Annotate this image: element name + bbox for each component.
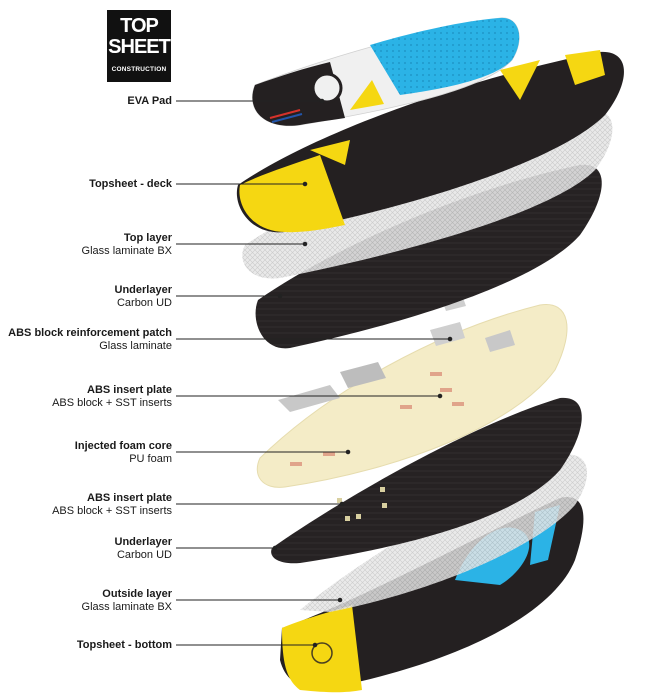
layer-label-topsheet-deck: Topsheet - deck bbox=[89, 178, 172, 191]
layer-subtitle: Glass laminate BX bbox=[81, 601, 172, 613]
logo-line-2: SHEET bbox=[108, 36, 171, 58]
layer-subtitle: ABS block + SST inserts bbox=[52, 397, 172, 409]
layer-subtitle: PU foam bbox=[129, 453, 172, 465]
layer-subtitle: ABS block + SST inserts bbox=[52, 505, 172, 517]
topsheet-construction-logo: TOP SHEET CONSTRUCTION bbox=[107, 10, 171, 82]
layer-label-underlayer-lower: Underlayer Carbon UD bbox=[115, 536, 172, 562]
layer-title: Outside layer bbox=[102, 588, 172, 600]
layer-subtitle: Carbon UD bbox=[116, 549, 172, 561]
layer-label-underlayer-upper: Underlayer Carbon UD bbox=[115, 284, 172, 310]
layer-title: ABS insert plate bbox=[87, 492, 172, 504]
layer-title: Topsheet - bottom bbox=[76, 639, 172, 651]
layer-label-abs-insert-upper: ABS insert plate ABS block + SST inserts bbox=[52, 384, 172, 410]
layer-label-abs-insert-lower: ABS insert plate ABS block + SST inserts bbox=[52, 492, 172, 518]
layer-title: Underlayer bbox=[114, 284, 172, 296]
layer-subtitle: Carbon UD bbox=[116, 297, 172, 309]
leader-lines bbox=[176, 98, 453, 648]
layer-subtitle: Glass laminate bbox=[99, 340, 172, 352]
underlayer-carbon-lower bbox=[271, 397, 582, 564]
abs-insert-plate-lower bbox=[337, 487, 387, 521]
layer-label-abs-reinforcement: ABS block reinforcement patch Glass lami… bbox=[8, 327, 172, 353]
circle-emblem-icon bbox=[311, 642, 333, 664]
layer-label-topsheet-bottom: Topsheet - bottom bbox=[77, 639, 172, 652]
layer-label-eva-pad: EVA Pad bbox=[127, 95, 172, 108]
topsheet-deck-layer bbox=[236, 50, 624, 233]
layer-title: Underlayer bbox=[114, 536, 172, 548]
layer-title: ABS insert plate bbox=[87, 384, 172, 396]
eva-pad-layer bbox=[252, 17, 520, 127]
layer-label-outside-layer: Outside layer Glass laminate BX bbox=[82, 588, 172, 614]
layer-label-top-layer: Top layer Glass laminate BX bbox=[82, 232, 172, 258]
layer-title: Topsheet - deck bbox=[89, 178, 172, 190]
layer-label-foam-core: Injected foam core PU foam bbox=[75, 440, 172, 466]
abs-insert-plate-upper bbox=[278, 330, 515, 412]
logo-line-1: TOP bbox=[120, 15, 159, 37]
brand-logo-icon bbox=[311, 72, 343, 104]
layer-title: ABS block reinforcement patch bbox=[8, 327, 172, 339]
layer-title: Injected foam core bbox=[74, 440, 172, 452]
layer-subtitle: Glass laminate BX bbox=[81, 245, 172, 257]
logo-line-3: CONSTRUCTION bbox=[111, 66, 167, 73]
layer-title: EVA Pad bbox=[127, 95, 172, 107]
layer-title: Top layer bbox=[123, 232, 172, 244]
